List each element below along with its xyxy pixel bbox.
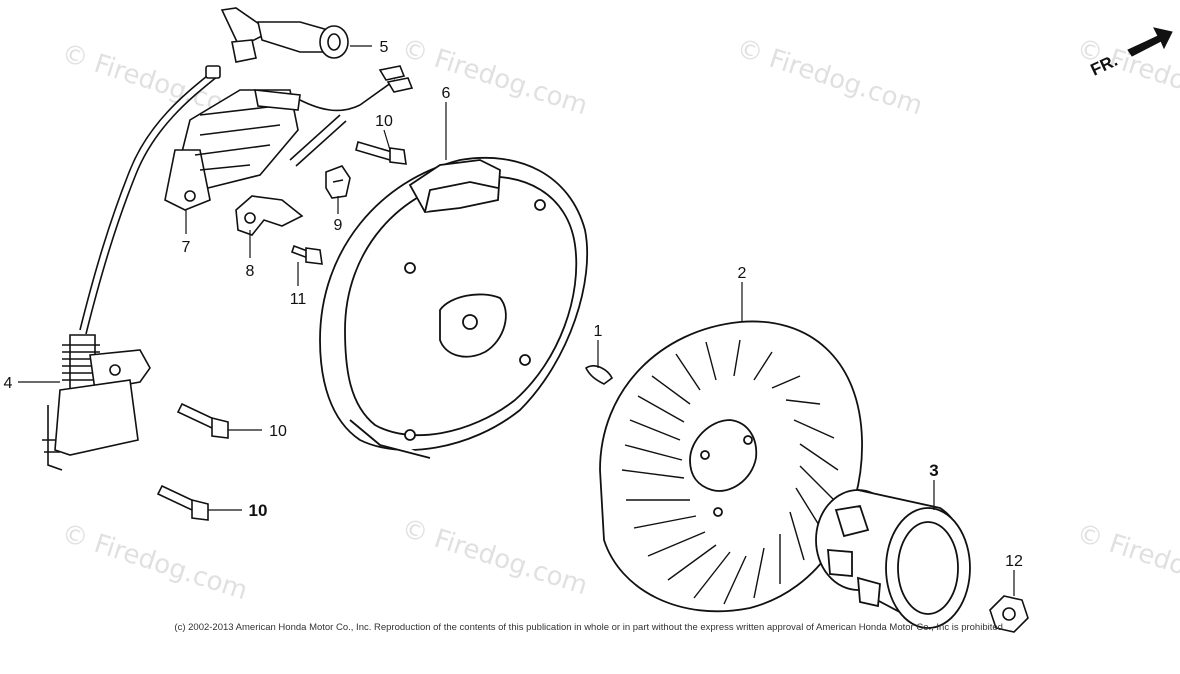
- part-flange-nut: [989, 595, 1029, 633]
- callout-9: 9: [334, 217, 343, 234]
- watermark: © Firedog.com: [58, 518, 251, 606]
- callout-5: 5: [380, 39, 389, 56]
- callout-12: 12: [1005, 553, 1023, 570]
- part-bolt-lower: [156, 484, 209, 521]
- callout-numbers: 1 2 3 4 5 6 7 8 9 10 10 10 11 12: [4, 39, 1023, 570]
- watermark: © Firedog.com: [398, 513, 591, 601]
- callout-10-middle: 10: [269, 423, 287, 440]
- fan-blades: [621, 339, 839, 605]
- callout-4: 4: [4, 375, 13, 392]
- watermark: © Firedog.com: [398, 33, 591, 121]
- part-clip: [325, 165, 351, 199]
- part-fan-cover: [319, 156, 589, 459]
- copyright-notice: (c) 2002-2013 American Honda Motor Co., …: [174, 622, 1006, 633]
- part-woodruff-key: [584, 365, 614, 385]
- part-bolt-upper: [355, 140, 407, 165]
- watermark: © Firedog.com: [1073, 518, 1180, 606]
- callout-10-lower: 10: [249, 501, 268, 520]
- part-flywheel: [599, 320, 863, 613]
- part-exciter-coil: [164, 65, 414, 211]
- part-starter-pulley: [815, 489, 971, 630]
- callout-11: 11: [290, 291, 307, 308]
- callout-1: 1: [594, 323, 603, 340]
- part-ignition-coil: [42, 65, 221, 471]
- part-spark-plug-cap: [220, 7, 349, 63]
- callout-10-upper: 10: [375, 113, 393, 130]
- callout-8: 8: [246, 263, 255, 280]
- callout-7: 7: [182, 239, 191, 256]
- part-bracket: [235, 195, 304, 236]
- leader-lines: [18, 45, 1015, 596]
- callout-6: 6: [442, 85, 451, 102]
- arrow-icon: [1127, 27, 1173, 57]
- watermark: © Firedog.com: [733, 33, 926, 121]
- part-screw: [290, 244, 323, 265]
- part-bolt-middle: [176, 402, 229, 439]
- callout-3: 3: [929, 461, 938, 480]
- callout-2: 2: [738, 265, 747, 282]
